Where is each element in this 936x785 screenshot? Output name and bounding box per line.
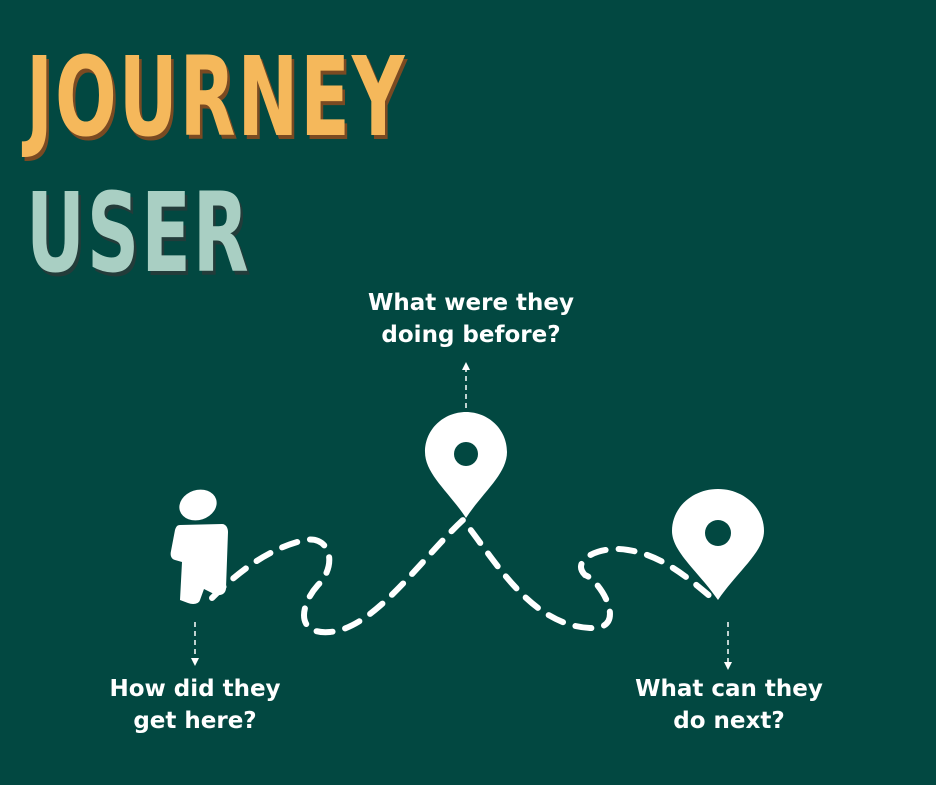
title-user: USER bbox=[26, 169, 251, 297]
caption-next-line2: do next? bbox=[673, 708, 785, 734]
arrow-down-icon bbox=[191, 658, 199, 666]
caption-arrival-line2: get here? bbox=[133, 708, 257, 734]
caption-next: What can they do next? bbox=[611, 673, 847, 737]
person-icon bbox=[170, 489, 228, 604]
caption-arrival-line1: How did they bbox=[109, 676, 281, 702]
arrow-up-icon bbox=[462, 362, 470, 370]
title-journey: JOURNEY bbox=[26, 33, 407, 161]
caption-arrival: How did they get here? bbox=[80, 673, 310, 737]
caption-before-line2: doing before? bbox=[381, 322, 561, 348]
journey-path bbox=[209, 515, 715, 636]
location-pin-icon bbox=[672, 489, 764, 600]
caption-before: What were they doing before? bbox=[346, 287, 596, 351]
caption-before-line1: What were they bbox=[367, 290, 575, 316]
arrow-down-icon bbox=[724, 662, 732, 670]
caption-next-line1: What can they bbox=[635, 676, 823, 702]
location-pin-icon bbox=[425, 412, 507, 518]
